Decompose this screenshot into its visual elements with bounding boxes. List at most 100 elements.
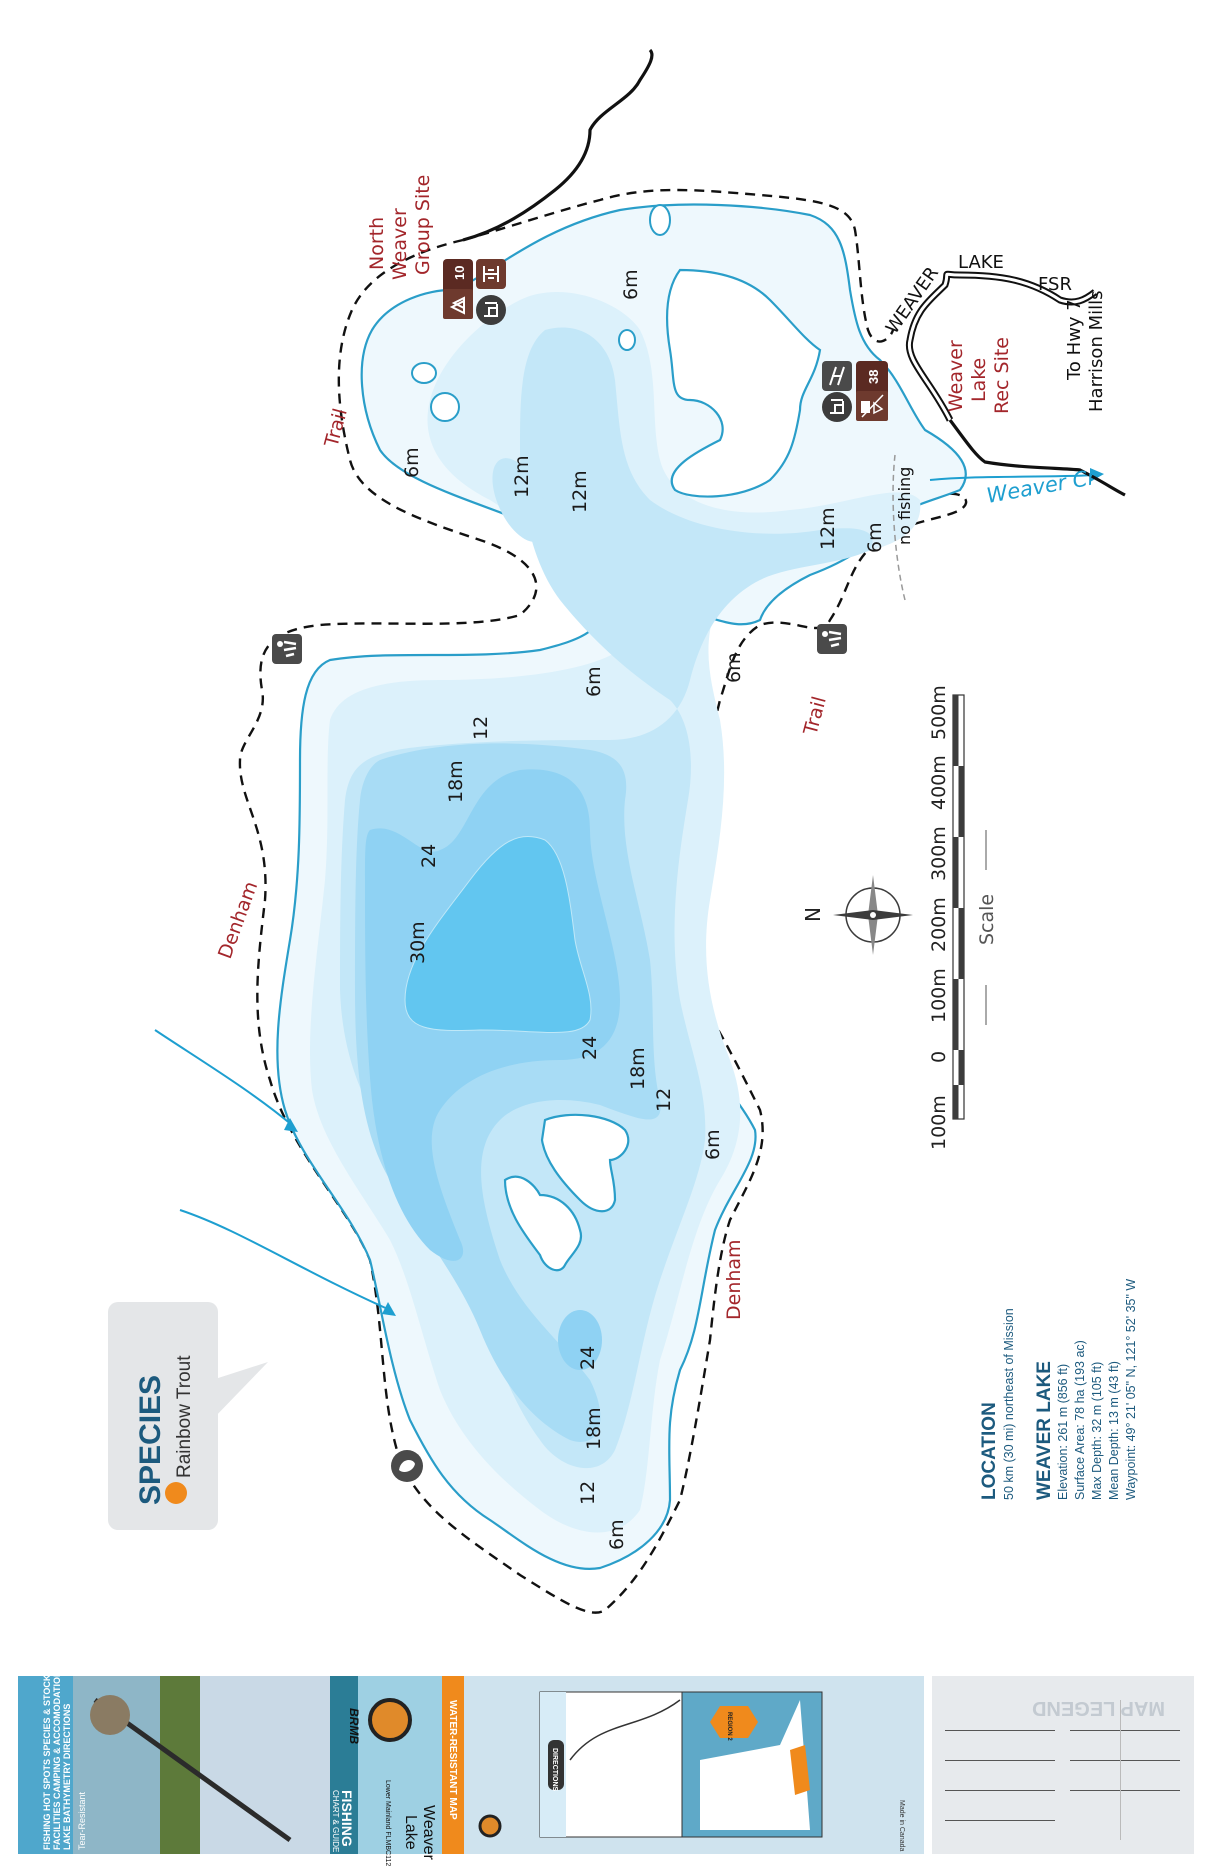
water-resistant-label: WATER-RESISTANT MAP xyxy=(447,1700,458,1820)
scale-ticks: 100m 0 100m 200m 300m 400m 500m xyxy=(928,685,950,1150)
campsite-count: 10 xyxy=(452,266,467,280)
north-group-site-label: Group Site xyxy=(412,175,434,275)
cover-region-code: Lower Mainland FLMBC112 xyxy=(384,1780,391,1866)
denham-label: Denham xyxy=(214,878,262,961)
depth-label: 18m xyxy=(627,1047,649,1090)
dock-fishing-icon[interactable] xyxy=(476,295,506,325)
depth-label: 18m xyxy=(583,1407,605,1450)
to-hwy-label: To Hwy 7 xyxy=(1064,299,1085,381)
islet xyxy=(618,329,636,351)
stream-arrow xyxy=(284,1118,298,1132)
to-hwy-label: Harrison Mills xyxy=(1086,291,1107,412)
depth-label: 6m xyxy=(606,1519,628,1550)
cover-brand: BRMB xyxy=(347,1708,361,1744)
location-heading: LOCATION xyxy=(979,1402,1000,1500)
depth-label: 6m xyxy=(401,447,423,478)
weaver-creek-label: Weaver Cr xyxy=(985,465,1099,508)
lake-stat: Surface Area: 78 ha (193 ac) xyxy=(1073,1340,1087,1500)
island-south-b xyxy=(503,1175,583,1272)
scale-tick: 100m xyxy=(928,968,950,1023)
lake-water xyxy=(276,203,967,1571)
location-text: 50 km (30 mi) northeast of Mission xyxy=(1002,1308,1016,1500)
campsite-icon xyxy=(449,296,465,315)
backroad-mapbooks-logo xyxy=(368,1698,412,1742)
islet xyxy=(430,392,460,422)
depth-label: 12 xyxy=(577,1481,599,1505)
islet xyxy=(649,204,671,236)
depth-label: 6m xyxy=(723,652,745,683)
cover-tagline: FISHING HOT SPOTS SPECIES & STOCKING xyxy=(42,1659,52,1850)
access-road xyxy=(948,419,1126,497)
cover-tagline: FACILITIES CAMPING & ACCOMODATIONS xyxy=(52,1665,62,1851)
inflow-streams xyxy=(154,474,1096,1311)
campsite-count: 38 xyxy=(866,370,881,384)
legend-entries xyxy=(945,1700,1180,1840)
map-legend-panel xyxy=(932,1676,1194,1854)
north-group-site-badge[interactable]: 10 xyxy=(443,259,473,319)
species-heading: SPECIES xyxy=(134,1375,167,1505)
north-road xyxy=(462,48,654,242)
lake-stat: Elevation: 261 m (856 ft) xyxy=(1056,1364,1070,1500)
picnic-table-icon[interactable] xyxy=(476,259,506,289)
scale-tick: 0 xyxy=(928,1051,950,1063)
depth-label: 6m xyxy=(620,269,642,300)
depth-label: 30m xyxy=(407,921,429,964)
species-callout: SPECIES Rainbow Trout xyxy=(108,1302,268,1530)
road-label-lake: LAKE xyxy=(958,252,1004,273)
compass-rose xyxy=(833,875,913,955)
depth-label: 12m xyxy=(511,455,533,498)
depth-label: 12 xyxy=(470,716,492,740)
cover-title: Weaver xyxy=(420,1805,437,1861)
lake-heading: WEAVER LAKE xyxy=(1034,1361,1055,1500)
cover-product: FISHING xyxy=(339,1790,355,1847)
water-resistant-bar xyxy=(442,1676,464,1854)
scale-tick: 200m xyxy=(928,897,950,952)
depth-label: 24 xyxy=(577,1346,599,1370)
rv-campsite-icon xyxy=(861,394,884,418)
directions-label: DIRECTIONS xyxy=(551,1748,558,1792)
depth-zone-30m xyxy=(404,835,592,1033)
scale-tick: 300m xyxy=(928,826,950,881)
rec-site-label: Rec Site xyxy=(991,337,1013,414)
species-item: Rainbow Trout xyxy=(174,1355,195,1478)
north-label: N xyxy=(801,907,825,922)
trail-label: Trail xyxy=(799,694,831,738)
tear-resistant-label: Tear-Resistant xyxy=(77,1791,87,1850)
road-label-fsr: FSR xyxy=(1038,274,1072,295)
rec-site-label: Lake xyxy=(968,358,990,402)
lake-stat: Mean Depth: 13 m (43 ft) xyxy=(1107,1361,1121,1500)
depth-label: 18m xyxy=(445,760,467,803)
lake-info: LOCATION 50 km (30 mi) northeast of Miss… xyxy=(979,1279,1138,1500)
depth-zone-12m-pocket xyxy=(492,458,548,542)
place-labels: North Weaver Group Site Weaver Lake Rec … xyxy=(214,175,1107,1320)
weaver-lake-fsr xyxy=(905,270,1098,422)
region-badge xyxy=(710,1706,758,1738)
dock-fishing-icon[interactable] xyxy=(822,392,852,422)
stream-arrow xyxy=(382,1302,396,1316)
depth-label: 12m xyxy=(817,507,839,550)
scale-tick: 100m xyxy=(928,1095,950,1150)
scale-title: Scale xyxy=(976,894,998,945)
north-group-site-label: Weaver xyxy=(389,208,411,280)
north-group-site-label: North xyxy=(366,217,388,270)
island-south-a xyxy=(540,1113,630,1213)
cover-tagline: LAKE BATHYMETRY DIRECTIONS xyxy=(62,1704,72,1850)
rec-site-badge[interactable]: 38 xyxy=(856,361,888,421)
made-in-canada: Made in Canada xyxy=(898,1800,905,1851)
depth-label: 6m xyxy=(583,666,605,697)
hiker-icon[interactable] xyxy=(272,634,302,664)
depth-label: 24 xyxy=(418,844,440,868)
depth-label: 12 xyxy=(653,1088,675,1112)
cover-strip: FISHING HOT SPOTS SPECIES & STOCKING FAC… xyxy=(18,1659,1194,1866)
cover-product-sub: CHART & GUIDE xyxy=(331,1790,340,1852)
depth-label: 6m xyxy=(864,522,886,553)
legend-title: MAP LEGEND xyxy=(1032,1697,1165,1719)
fish-hotspot-icon[interactable] xyxy=(391,1450,423,1482)
scale-bar xyxy=(952,694,965,1120)
boat-launch-icon[interactable] xyxy=(822,361,852,391)
depth-label: 6m xyxy=(702,1129,724,1160)
brmb-logo xyxy=(478,1814,502,1838)
region-badge-label: REGION 2 xyxy=(726,1712,732,1741)
hiker-icon[interactable] xyxy=(817,624,847,654)
cover-title: Lake xyxy=(402,1815,419,1850)
